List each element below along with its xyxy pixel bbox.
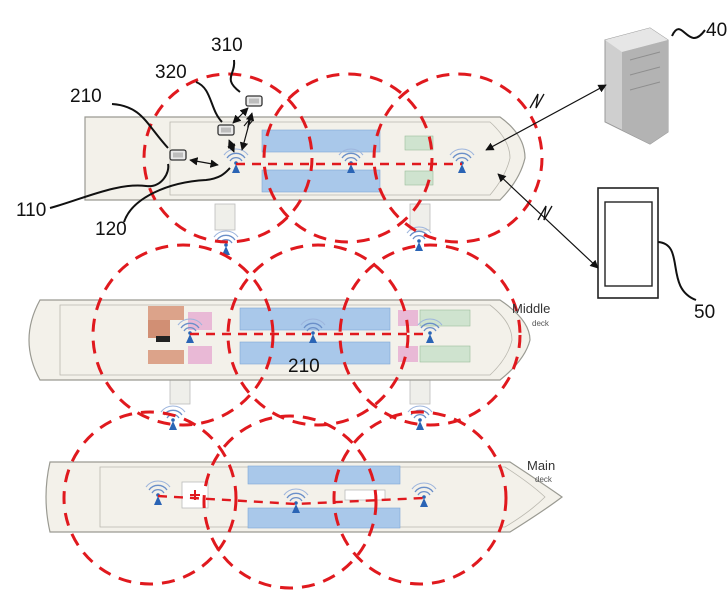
stairs bbox=[169, 203, 431, 405]
ap-links bbox=[157, 162, 462, 506]
ref-40-label: 40 bbox=[706, 20, 727, 41]
wireless-link-icon bbox=[529, 93, 545, 109]
main-deck-title: Main bbox=[527, 458, 555, 473]
server-rack-icon bbox=[604, 27, 669, 145]
middle-deck-title: Middle bbox=[512, 301, 550, 316]
sensor-tag-icon bbox=[169, 149, 187, 161]
leader-lines bbox=[49, 28, 706, 301]
deck-labels: Middle deck Main deck bbox=[512, 301, 555, 484]
ref-320-label: 320 bbox=[155, 62, 187, 83]
middle-deck-seating bbox=[148, 306, 471, 365]
ref-120-label: 120 bbox=[95, 219, 127, 240]
top-deck bbox=[84, 116, 526, 201]
device-connections bbox=[189, 107, 255, 168]
main-deck bbox=[45, 461, 564, 533]
terminal-device-icon bbox=[597, 187, 659, 299]
backhaul-links bbox=[485, 84, 607, 269]
ref-110-label: 110 bbox=[16, 200, 46, 221]
sensor-tag-icon bbox=[245, 95, 263, 107]
sensor-tag-icon bbox=[217, 124, 235, 136]
ref-210-top-label: 210 bbox=[70, 86, 102, 107]
reference-numerals: 310 320 210 110 120 40 50 210 bbox=[16, 20, 727, 377]
main-deck-seating bbox=[181, 465, 401, 529]
ref-50-label: 50 bbox=[694, 302, 715, 323]
top-deck-seating bbox=[261, 129, 434, 193]
main-deck-sub: deck bbox=[535, 475, 553, 484]
middle-deck-sub: deck bbox=[532, 319, 550, 328]
ref-310-label: 310 bbox=[211, 35, 243, 56]
wireless-link-icon bbox=[537, 205, 553, 221]
ref-210-middle-label: 210 bbox=[288, 356, 320, 377]
middle-deck bbox=[28, 299, 531, 381]
